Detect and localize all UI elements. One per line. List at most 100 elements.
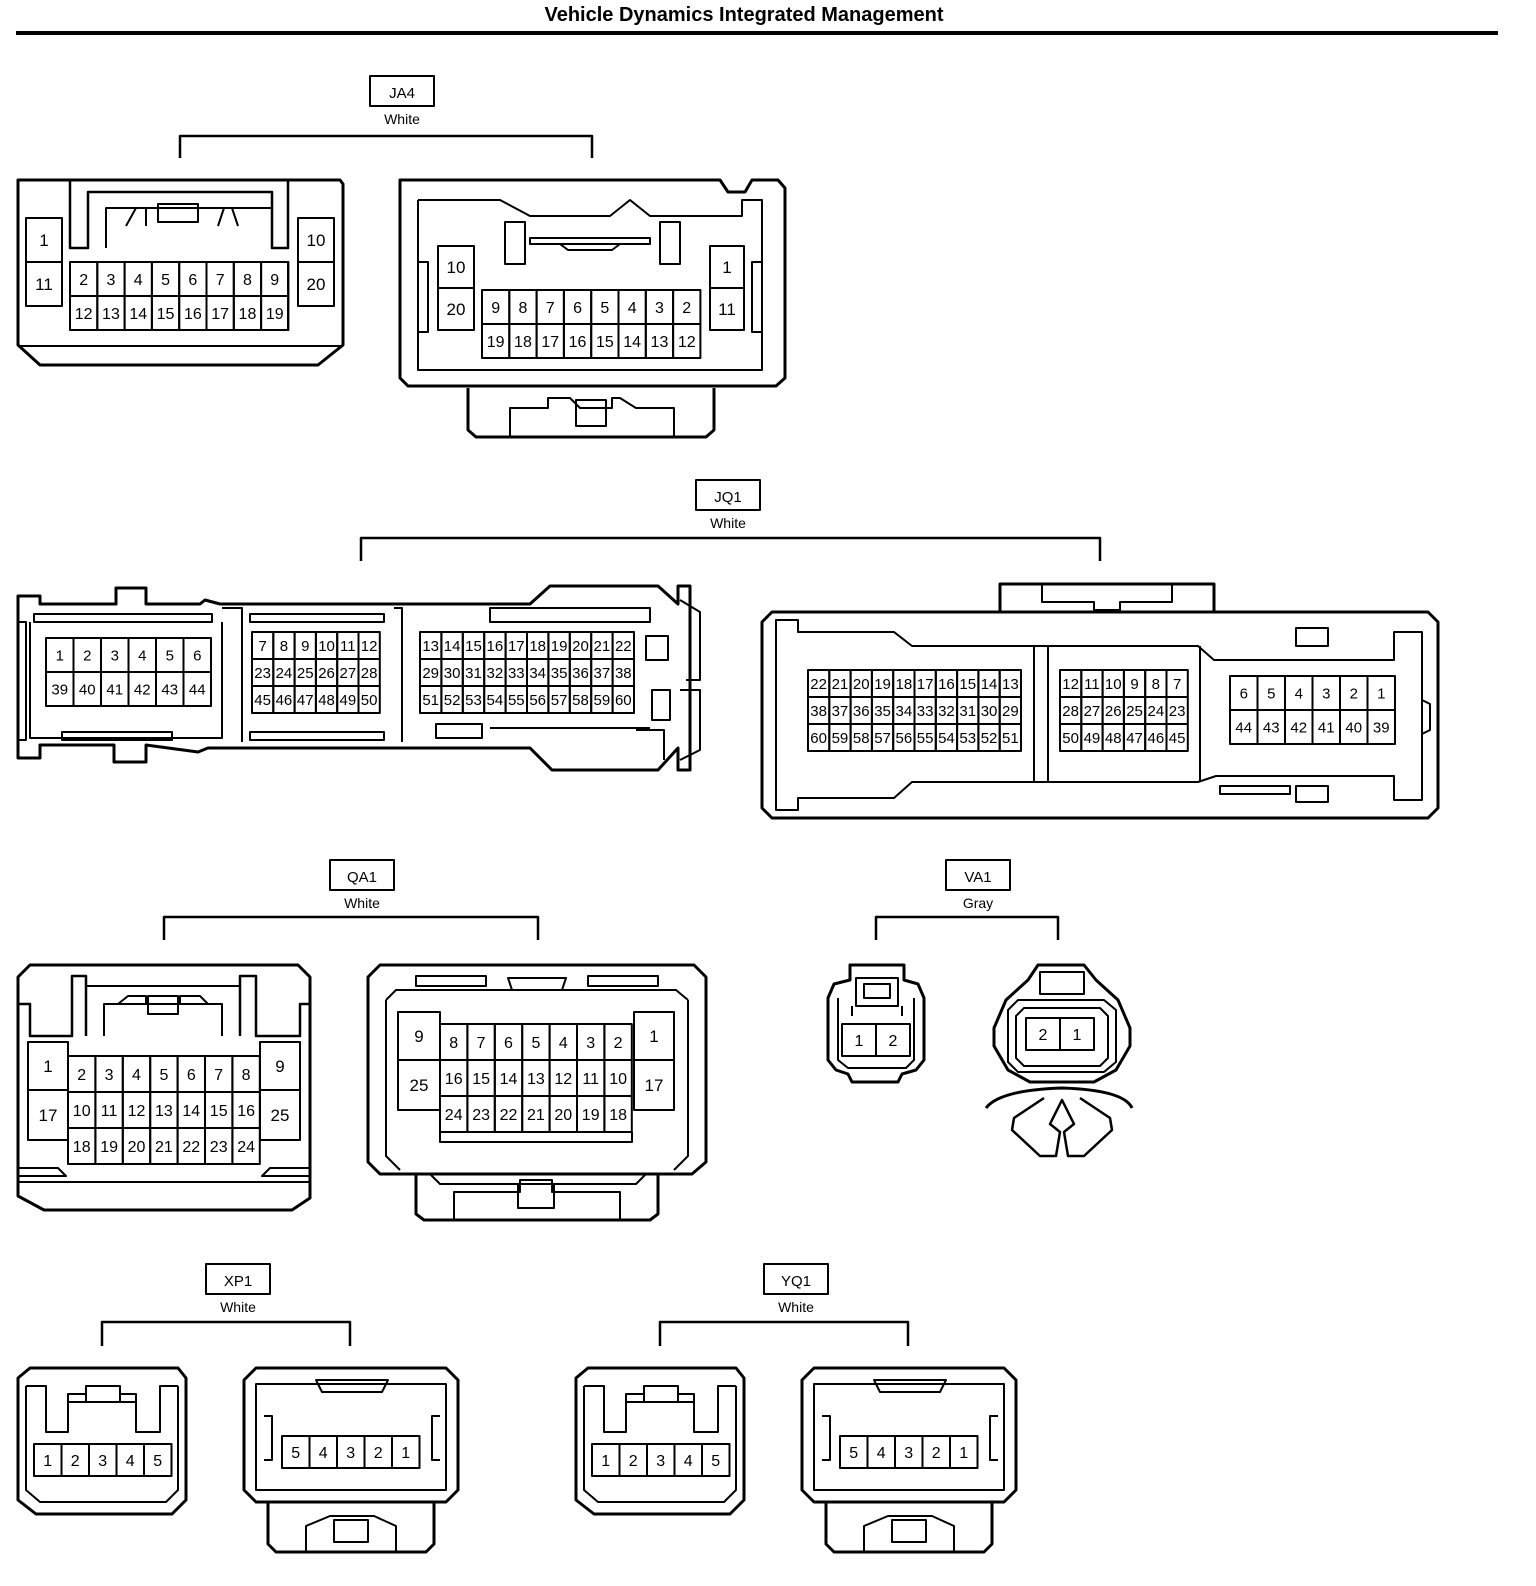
pin-number: 5 [600,300,609,317]
pin-number: 2 [1039,1027,1048,1044]
pin-number: 18 [514,334,532,351]
pin-cell: 10 [603,1059,633,1097]
pin-number: 1 [855,1033,864,1050]
pin-cell: 44 [1229,709,1259,745]
connector-bracket [178,134,594,158]
pin-cell: 4 [308,1435,338,1469]
pin-number: 25 [410,1076,429,1095]
pin-number: 53 [959,730,976,747]
pin-cell: 31 [461,658,486,687]
pin-cell: 12 [357,631,381,660]
pin-number: 25 [1126,703,1143,720]
pin-cell: 1 [1059,1017,1095,1051]
pin-number: 60 [810,730,827,747]
connector-id-label: YQ1 [781,1273,811,1290]
pin-number: 59 [594,692,611,709]
pin-cell: 14 [493,1059,524,1097]
pin-number: 19 [266,306,284,323]
pin-cell: 11 [336,631,360,660]
pin-cell: 2 [603,1023,633,1061]
pin-cell-border [25,261,63,307]
pin-cell: 3 [644,289,675,325]
pin-number: 3 [105,1067,114,1084]
title-rule [16,31,1498,35]
pin-cell: 12 [1059,669,1083,698]
pin-cell: 4 [121,1055,152,1093]
connector-color-label: White [344,895,380,911]
pin-number: 15 [596,334,614,351]
pin-number: 35 [874,703,891,720]
pin-number: 1 [43,1453,52,1470]
pin-cell: 18 [232,295,263,331]
pin-number: 8 [449,1035,458,1052]
pin-number: 5 [161,272,170,289]
pin-cell: 17 [535,323,565,359]
pin-cell: 50 [1059,723,1083,752]
pin-number: 16 [237,1103,255,1120]
pin-cell: 58 [849,723,873,752]
pin-cell: 46 [272,685,296,714]
pin-number: 43 [161,681,178,698]
pin-cell: 6 [178,261,208,297]
pin-number: 6 [504,1035,513,1052]
pin-number: 54 [938,730,955,747]
pin-cell-border [603,1095,633,1133]
pin-number: 22 [810,676,827,693]
pin-cell: 24 [1144,696,1168,725]
pin-number: 49 [340,692,357,709]
pin-cell: 18 [526,631,550,660]
pin-cell: 1 [591,1443,621,1477]
pin-cell: 14 [176,1091,207,1129]
pin-cell: 4 [1284,675,1314,711]
pin-cell: 7 [1165,669,1189,698]
pin-cell: 40 [72,671,102,707]
pin-number: 37 [832,703,849,720]
pin-number: 52 [444,692,461,709]
pin-cell: 14 [123,295,153,331]
pin-cell: 59 [590,685,614,714]
pin-cell: 2 [1339,675,1369,711]
pin-number: 14 [981,676,998,693]
pin-number: 57 [551,692,568,709]
pin-number: 14 [182,1103,200,1120]
pin-cell: 22 [807,669,831,698]
pin-cell: 44 [182,671,212,707]
pin-cell: 6 [562,289,593,325]
pin-number: 19 [551,638,568,655]
pin-cell: 19 [870,669,895,698]
pin-number: 56 [529,692,546,709]
pin-cell: 2 [72,637,102,673]
pin-number: 2 [889,1033,898,1050]
pin-number: 23 [210,1139,228,1156]
pin-number: 40 [79,681,96,698]
pin-number: 15 [472,1071,490,1088]
pin-cell: 3 [88,1443,118,1477]
pin-number: 31 [959,703,976,720]
pin-cell: 48 [1101,723,1125,752]
pin-number: 21 [832,676,849,693]
pin-number: 14 [500,1071,518,1088]
connector-label-box [369,75,435,107]
pin-number: 20 [307,275,326,294]
pin-cell-border [1366,709,1396,745]
pin-number: 11 [582,1071,599,1088]
pin-number: 3 [106,272,115,289]
pin-cell: 5 [521,1023,551,1061]
pin-cell: 9 [1122,669,1147,698]
pin-cell: 3 [96,261,126,297]
pin-number: 7 [214,1067,223,1084]
pin-cell: 25 [259,1089,301,1141]
pin-number: 18 [896,676,913,693]
pin-number: 20 [853,676,870,693]
pin-cell: 24 [272,658,296,687]
pin-number: 17 [211,306,229,323]
pin-number: 21 [527,1107,545,1124]
pin-number: 49 [1084,730,1101,747]
pin-number: 23 [254,665,271,682]
pin-cell: 11 [1080,669,1104,698]
pin-number: 12 [554,1071,572,1088]
pin-number: 1 [959,1445,968,1462]
